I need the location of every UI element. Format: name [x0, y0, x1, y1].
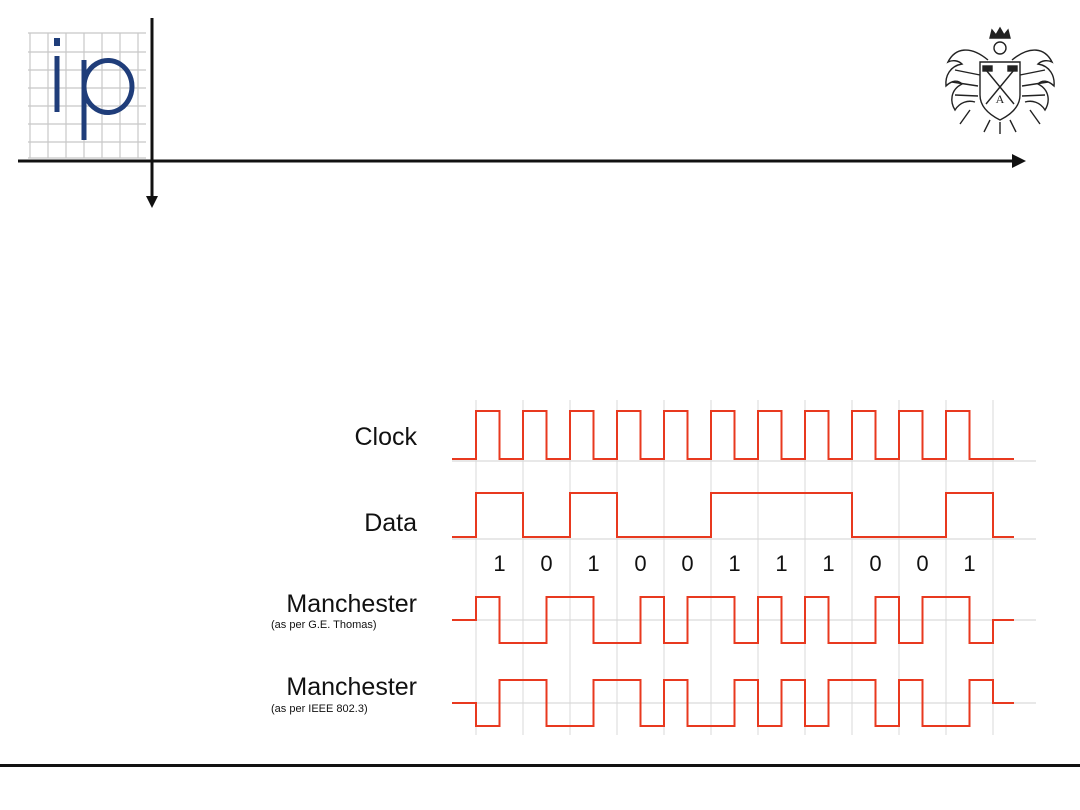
- logo-ip: [54, 38, 135, 140]
- row-sublabel-manchester-thomas: (as per G.E. Thomas): [271, 619, 377, 631]
- data-waveform: [452, 492, 1014, 538]
- bit-value-6: 1: [775, 551, 788, 576]
- bit-value-1: 0: [540, 551, 553, 576]
- header-graphics: A: [18, 18, 1055, 208]
- row-label-manchester-thomas: Manchester: [286, 590, 417, 618]
- row-label-data: Data: [364, 509, 417, 537]
- manchester-thomas-waveform: [452, 596, 1014, 644]
- manchester-ieee-waveform: [452, 679, 1014, 727]
- row-label-manchester-ieee: Manchester: [286, 673, 417, 701]
- header-axes: [18, 18, 1026, 208]
- bit-value-4: 0: [681, 551, 694, 576]
- bit-value-3: 0: [634, 551, 647, 576]
- clock-waveform: [452, 410, 1014, 460]
- baselines: [452, 460, 1036, 704]
- bit-value-8: 0: [869, 551, 882, 576]
- footer-rule: [0, 764, 1080, 767]
- crest-icon: A: [945, 26, 1055, 134]
- bit-value-2: 1: [587, 551, 600, 576]
- waveforms: [452, 410, 1014, 727]
- svg-text:A: A: [996, 92, 1005, 106]
- row-sublabel-manchester-ieee: (as per IEEE 802.3): [271, 703, 368, 715]
- bit-value-7: 1: [822, 551, 835, 576]
- bit-value-10: 1: [963, 551, 976, 576]
- bit-value-9: 0: [916, 551, 929, 576]
- row-label-clock: Clock: [354, 423, 417, 451]
- bit-value-0: 1: [493, 551, 506, 576]
- bit-value-5: 1: [728, 551, 741, 576]
- logo-grid: [28, 32, 146, 159]
